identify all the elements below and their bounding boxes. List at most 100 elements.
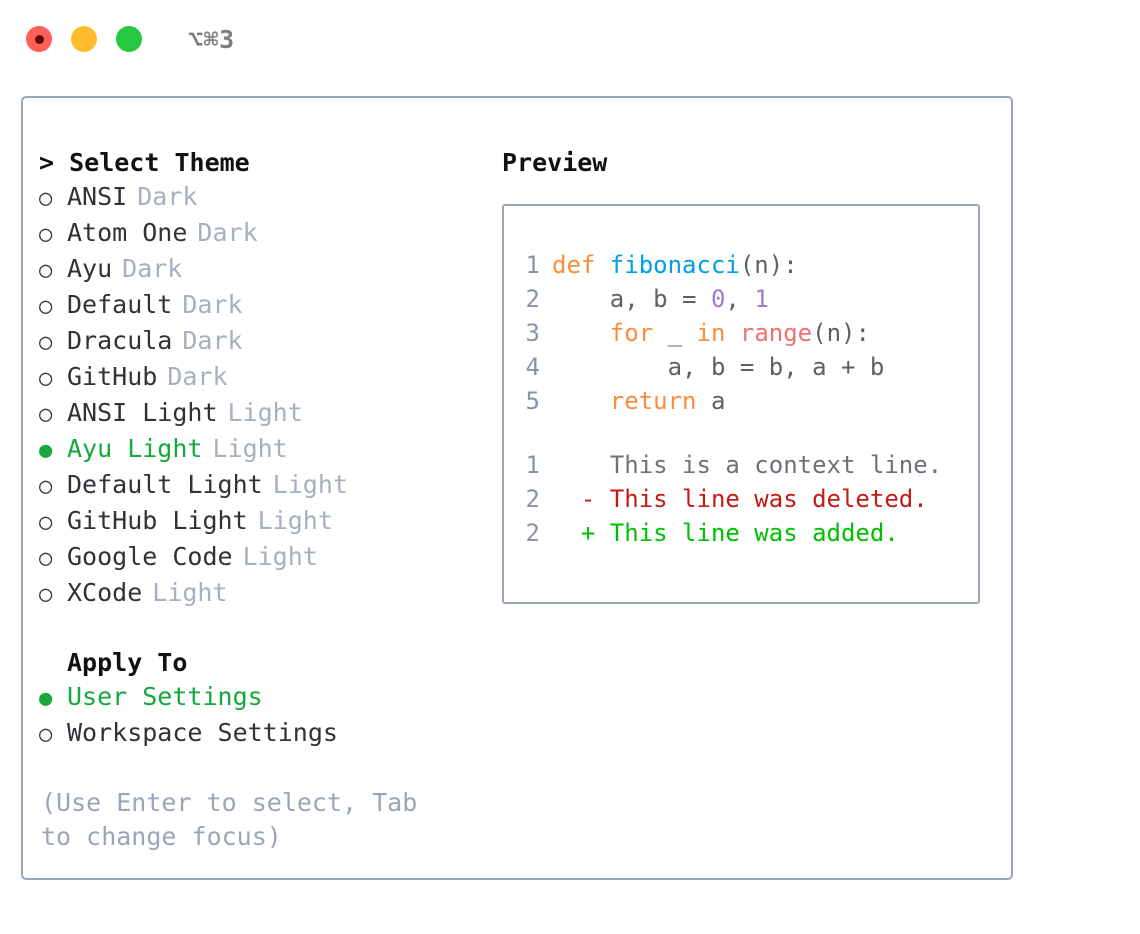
token-pl [552,319,610,347]
theme-option-label: Ayu [67,254,113,283]
token-kw: for [609,319,654,347]
apply-to-option-list[interactable]: ● User Settings ○ Workspace Settings [39,680,493,752]
apply-option-label: User Settings [67,682,263,711]
token-pl: _ [653,319,697,347]
token-bi: range [739,319,813,347]
theme-option-variant: Dark [182,290,243,319]
theme-option-10[interactable]: ○ Google Code Light [39,540,493,576]
token-pl: a, b = [552,285,711,313]
theme-option-variant: Dark [182,326,243,355]
theme-option-1[interactable]: ○ Atom One Dark [39,216,493,252]
theme-option-variant: Dark [167,362,228,391]
token-pl: , [725,285,755,313]
theme-option-variant: Light [242,542,318,571]
radio-unselected-icon: ○ [39,258,53,283]
line-number: 3 [525,319,540,347]
theme-option-variant: Dark [122,254,183,283]
theme-option-label: XCode [67,578,143,607]
diff-line-2: 2 + This line was added. [516,516,978,550]
theme-option-variant: Light [257,506,333,535]
theme-option-11[interactable]: ○ XCode Light [39,576,493,612]
diff-line-content-context: This is a context line. [552,451,943,479]
theme-option-7[interactable]: ● Ayu Light Light [39,432,493,468]
keyboard-shortcut-label: ⌥⌘3 [188,24,235,54]
theme-option-variant: Light [272,470,348,499]
code-line-4: 5 return a [516,384,978,418]
token-pl: a, b = b, a + b [552,353,885,381]
keyboard-hint-text: (Use Enter to select, Tab to change focu… [41,788,433,851]
token-pl: (n): [812,319,870,347]
diff-line-number: 2 [525,485,540,513]
apply-option-1[interactable]: ○ Workspace Settings [39,716,493,752]
token-pl [552,387,610,415]
theme-option-label: ANSI [67,182,128,211]
theme-option-label: Default [67,290,173,319]
minimize-button-icon[interactable] [71,26,97,52]
code-line-3: 4 a, b = b, a + b [516,350,978,384]
radio-unselected-icon: ○ [39,330,53,355]
code-line-content: def fibonacci(n): [552,248,798,282]
theme-option-variant: Light [212,434,288,463]
diff-line-content-add: + This line was added. [552,519,899,547]
theme-option-label: Dracula [67,326,173,355]
theme-option-variant: Light [227,398,303,427]
title-bar: ⌥⌘3 [0,0,1140,78]
radio-selected-icon: ● [39,686,53,711]
select-theme-heading: > Select Theme [39,148,250,177]
zoom-button-icon[interactable] [116,26,142,52]
apply-option-label: Workspace Settings [67,718,338,747]
line-number: 1 [525,251,540,279]
token-kw: return [609,387,697,415]
theme-option-variant: Dark [197,218,258,247]
radio-unselected-icon: ○ [39,722,53,747]
token-num: 1 [754,285,769,313]
radio-unselected-icon: ○ [39,222,53,247]
diff-line-1: 2 - This line was deleted. [516,482,978,516]
theme-option-variant: Light [152,578,228,607]
theme-option-3[interactable]: ○ Default Dark [39,288,493,324]
token-fn: fibonacci [609,251,740,279]
diff-line-0: 1 This is a context line. [516,448,978,482]
token-kw: in [696,319,726,347]
apply-option-0[interactable]: ● User Settings [39,680,493,716]
theme-option-2[interactable]: ○ Ayu Dark [39,252,493,288]
token-kw: def [552,251,610,279]
radio-unselected-icon: ○ [39,546,53,571]
theme-option-variant: Dark [137,182,198,211]
code-line-0: 1 def fibonacci(n): [516,248,978,282]
diff-line-number: 1 [525,451,540,479]
token-num: 0 [710,285,726,313]
diff-sample: 1 This is a context line.2 - This line w… [516,448,978,550]
token-pl [725,319,739,347]
theme-option-label: GitHub Light [67,506,248,535]
diff-line-number: 2 [525,519,540,547]
theme-option-label: Google Code [67,542,233,571]
close-button-icon[interactable] [26,26,52,52]
recording-dot-icon [34,34,44,44]
code-spacer [516,418,978,448]
code-line-content: return a [552,384,726,418]
radio-unselected-icon: ○ [39,402,53,427]
apply-to-heading: Apply To [67,648,188,677]
theme-option-label: Atom One [67,218,188,247]
theme-option-label: GitHub [67,362,158,391]
theme-option-5[interactable]: ○ GitHub Dark [39,360,493,396]
radio-selected-icon: ● [39,438,53,463]
radio-unselected-icon: ○ [39,474,53,499]
theme-option-4[interactable]: ○ Dracula Dark [39,324,493,360]
token-pl: a [696,387,726,415]
theme-option-label: Ayu Light [67,434,203,463]
radio-unselected-icon: ○ [39,582,53,607]
radio-unselected-icon: ○ [39,366,53,391]
radio-unselected-icon: ○ [39,294,53,319]
